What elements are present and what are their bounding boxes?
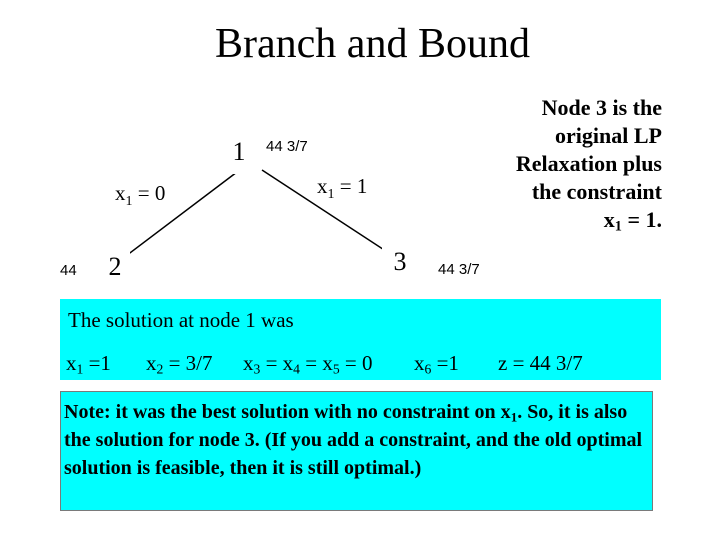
solution-heading: The solution at node 1 was: [68, 308, 294, 332]
annotation-line: the constraint: [531, 179, 662, 204]
note-box: Note: it was the best solution with no c…: [60, 391, 653, 511]
annotation-line: Node 3 is the: [541, 95, 662, 120]
node-3-value: 44 3/7: [438, 261, 480, 278]
solution-x2: x2 = 3/7: [146, 351, 213, 377]
node-3-annotation: Node 3 is the original LP Relaxation plu…: [422, 94, 662, 234]
slide-title: Branch and Bound: [215, 21, 530, 67]
node-2-value: 44: [60, 262, 77, 279]
annotation-line: Relaxation plus: [515, 151, 662, 176]
solution-x6: x6 =1: [414, 351, 459, 377]
edge-node1-node2: [109, 171, 238, 269]
edge-node1-node3: [261, 169, 399, 260]
annotation-line: x1 = 1.: [603, 207, 662, 235]
annotation-line: original LP: [555, 123, 662, 148]
node-1-label: 1: [233, 137, 246, 166]
node-1-value: 44 3/7: [266, 138, 308, 155]
solution-box: The solution at node 1 was x1 =1 x2 = 3/…: [60, 299, 661, 380]
solution-z: z = 44 3/7: [498, 351, 583, 375]
node-1-box: [219, 130, 261, 174]
node-2-box: [90, 245, 130, 289]
node-2-label: 2: [109, 252, 122, 281]
solution-x3-x4-x5: x3 = x4 = x5 = 0: [243, 351, 373, 377]
edge-label-x1-equals-0: x1 = 0: [115, 181, 165, 209]
node-3-box: [382, 240, 424, 284]
node-3-label: 3: [394, 247, 407, 276]
edge-label-x1-equals-1: x1 = 1: [317, 174, 367, 202]
solution-x1: x1 =1: [66, 351, 111, 377]
